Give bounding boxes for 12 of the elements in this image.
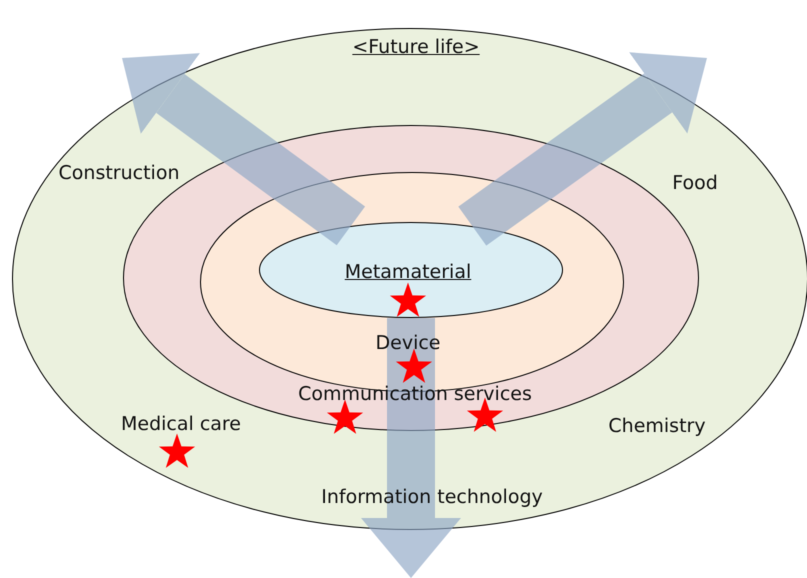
field-label: Chemistry [608, 415, 706, 437]
ellipse-label: Metamaterial [344, 261, 472, 283]
field-label: Medical care [121, 413, 241, 435]
field-label: Food [672, 172, 718, 194]
ellipse-label: <Future life> [352, 36, 480, 58]
field-label: Construction [58, 162, 180, 184]
field-label: Information technology [321, 486, 543, 508]
ellipse-label: Device [376, 332, 440, 354]
ellipse-label: Communication services [298, 383, 532, 405]
block-arrow [458, 52, 707, 246]
block-arrow [122, 53, 366, 246]
block-arrow [361, 318, 461, 578]
